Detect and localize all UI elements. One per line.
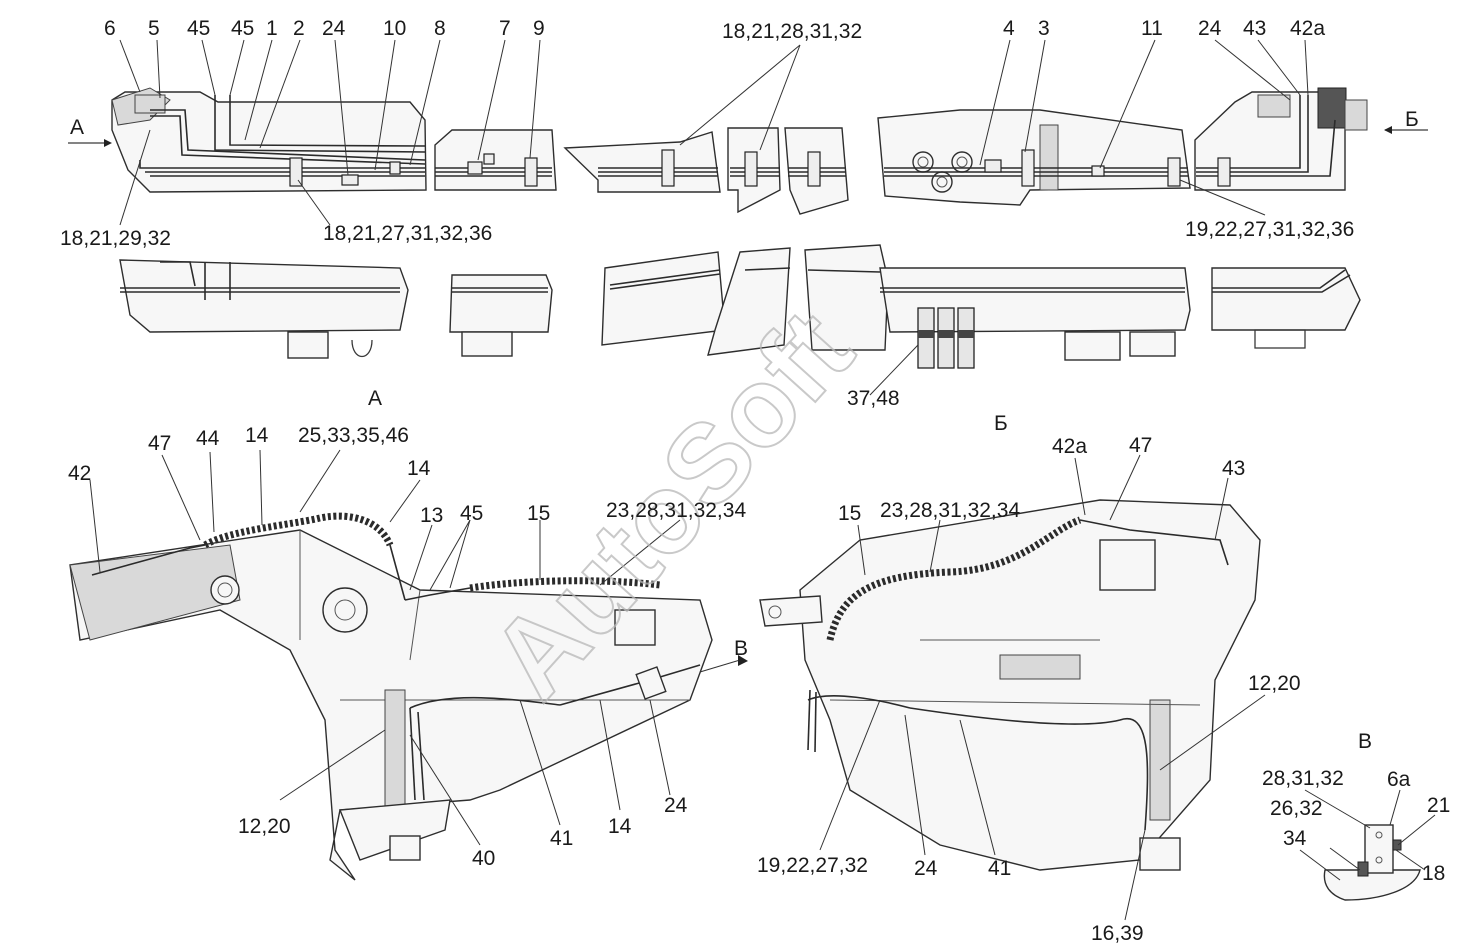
- callout-label: 15: [838, 502, 861, 525]
- callout-label: 14: [608, 815, 632, 838]
- view-title-v: В: [1358, 730, 1372, 753]
- callout-label: 44: [196, 427, 220, 450]
- callout-label: 47: [1129, 434, 1152, 457]
- callout-label: 45: [187, 17, 210, 40]
- callout-label: 15: [527, 502, 550, 525]
- callout-label: 7: [499, 17, 511, 40]
- callout-label: 19,22,27,31,32,36: [1185, 218, 1354, 241]
- callout-label: 12,20: [238, 815, 291, 838]
- callouts-top: 6 5 45 45 1 2 24 10 8 7 9 18,21,28,31,32…: [104, 17, 1325, 43]
- callouts-top-bottom: 18,21,29,32 18,21,27,31,32,36 19,22,27,3…: [60, 218, 1354, 250]
- callouts-detail-v: 28,31,32 6а 21 26,32 34 18: [1262, 767, 1450, 885]
- view-letter-b-arrow: Б: [1405, 108, 1419, 131]
- callout-label: 25,33,35,46: [298, 424, 409, 447]
- callout-label: 21: [1427, 794, 1450, 817]
- callout-label: 42а: [1052, 435, 1087, 458]
- callout-label: 5: [148, 17, 160, 40]
- callout-label: 12,20: [1248, 672, 1301, 695]
- callout-label: 45: [460, 502, 483, 525]
- callout-label: 45: [231, 17, 254, 40]
- callout-label: 24: [1198, 17, 1222, 40]
- callout-label: 42а: [1290, 17, 1325, 40]
- callouts-mid: 37,48: [847, 387, 900, 410]
- callouts-detail-a: 42 47 44 14 25,33,35,46 14 13 45 15 23,2…: [68, 424, 746, 870]
- callout-label: 18,21,27,31,32,36: [323, 222, 492, 245]
- callout-label: 28,31,32: [1262, 767, 1344, 790]
- callout-label: 18: [1422, 862, 1445, 885]
- callouts-detail-b: 42а 47 43 15 23,28,31,32,34 12,20 19,22,…: [757, 434, 1301, 945]
- callout-label: 24: [322, 17, 346, 40]
- callout-label: 9: [533, 17, 545, 40]
- callout-label: 1: [266, 17, 278, 40]
- callout-label: 4: [1003, 17, 1015, 40]
- view-letter-a-arrow: A: [70, 116, 84, 139]
- callout-label: 18,21,29,32: [60, 227, 171, 250]
- callout-label: 24: [664, 794, 688, 817]
- callout-label: 19,22,27,32: [757, 854, 868, 877]
- callout-label: 18,21,28,31,32: [722, 20, 862, 43]
- callout-label: 6: [104, 17, 116, 40]
- callout-label: 47: [148, 432, 171, 455]
- callout-label: 6а: [1387, 768, 1411, 791]
- callout-label: 11: [1141, 17, 1163, 40]
- callout-label: 23,28,31,32,34: [880, 499, 1020, 522]
- detail-a-assembly: [69, 512, 713, 881]
- callout-label: 14: [245, 424, 269, 447]
- callout-label: 10: [383, 17, 406, 40]
- callout-label: 2: [293, 17, 305, 40]
- view-title-a: A: [368, 387, 382, 410]
- callout-label: 24: [914, 857, 938, 880]
- callout-label: 23,28,31,32,34: [606, 499, 746, 522]
- callout-label: 3: [1038, 17, 1050, 40]
- callout-label: 37,48: [847, 387, 900, 410]
- leader-lines: [89, 39, 1436, 921]
- callout-label: 42: [68, 462, 91, 485]
- callout-label: 34: [1283, 827, 1307, 850]
- callout-label: 43: [1243, 17, 1266, 40]
- detail-v-bracket: [1323, 824, 1421, 901]
- callout-label: 41: [988, 857, 1011, 880]
- callout-label: 16,39: [1091, 922, 1144, 945]
- callout-label: 14: [407, 457, 431, 480]
- top-side-view: [68, 87, 1428, 215]
- view-letter-v-arrow: В: [734, 637, 748, 660]
- detail-b-assembly: [759, 499, 1261, 871]
- callout-label: 13: [420, 504, 443, 527]
- callout-label: 8: [434, 17, 446, 40]
- callout-label: 43: [1222, 457, 1245, 480]
- view-title-b: Б: [994, 412, 1008, 435]
- top-plan-view: [119, 244, 1361, 369]
- callout-label: 40: [472, 847, 495, 870]
- callout-label: 41: [550, 827, 573, 850]
- callout-label: 26,32: [1270, 797, 1323, 820]
